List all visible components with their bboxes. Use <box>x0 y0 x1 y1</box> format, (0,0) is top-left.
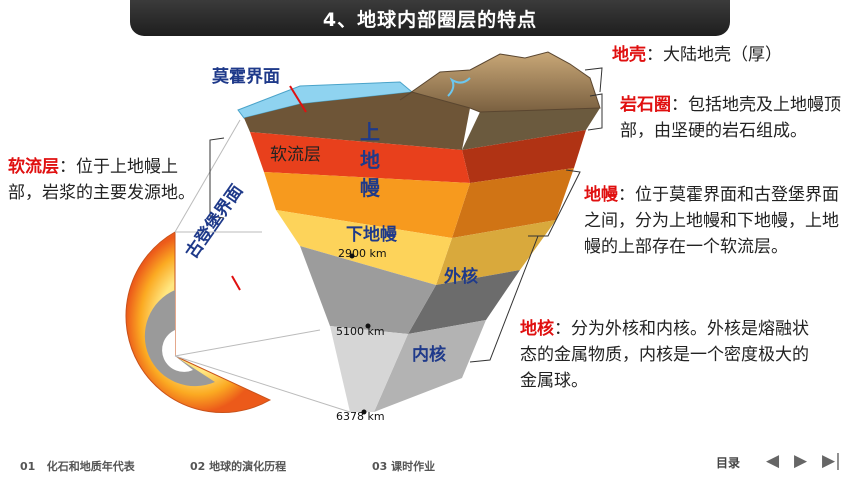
note-core: 地核：分为外核和内核。外核是熔融状态的金属物质，内核是一个密度极大的金属球。 <box>520 316 820 394</box>
asthenosphere-label: 软流层 <box>270 145 321 165</box>
note-mantle-term: 地幔 <box>584 185 618 205</box>
note-asthenosphere: 软流层：位于上地幔上部，岩浆的主要发源地。 <box>8 154 208 206</box>
moho-marker <box>289 85 307 113</box>
title-bar: 4、地球内部圈层的特点 <box>130 0 730 36</box>
depth-6378-label: 6378 km <box>336 410 385 423</box>
wedge-side <box>374 108 600 412</box>
note-crust: 地壳：大陆地壳（厚） <box>612 42 852 68</box>
upper-mantle-label: 上地幔 <box>360 120 380 200</box>
gutenberg-marker <box>231 275 241 291</box>
inner-core-label: 内核 <box>412 345 446 365</box>
note-lithosphere-text: ：包括地壳及上地幔顶部，由坚硬的岩石组成。 <box>620 95 841 141</box>
footer-menu-link[interactable]: 目录 <box>716 456 741 470</box>
lower-mantle-label: 下地幔 <box>346 225 397 245</box>
bracket-lines <box>469 67 603 363</box>
note-lithosphere: 岩石圈：包括地壳及上地幔顶部，由坚硬的岩石组成。 <box>620 92 846 144</box>
outer-core-label: 外核 <box>444 267 478 287</box>
note-mantle: 地幔：位于莫霍界面和古登堡界面之间，分为上地幔和下地幔，上地幔的上部存在一个软流… <box>584 182 848 260</box>
depth-dot-6378 <box>361 409 367 415</box>
note-crust-term: 地壳 <box>612 45 646 65</box>
note-asthenosphere-term: 软流层 <box>8 157 59 177</box>
note-asthenosphere-text: ：位于上地幔上部，岩浆的主要发源地。 <box>8 157 195 203</box>
depth-dot-5100 <box>365 323 371 329</box>
note-core-text: ：分为外核和内核。外核是熔融状态的金属物质，内核是一个密度极大的金属球。 <box>520 319 809 391</box>
note-crust-text: ：大陆地壳（厚） <box>646 45 782 65</box>
page-title: 4、地球内部圈层的特点 <box>322 8 538 31</box>
next-arrow-icon[interactable]: ▶ <box>794 451 808 471</box>
note-core-term: 地核 <box>520 319 554 339</box>
depth-2900-label: 2900 km <box>338 247 387 260</box>
depth-5100-label: 5100 km <box>336 325 385 338</box>
note-mantle-text: ：位于莫霍界面和古登堡界面之间，分为上地幔和下地幔，上地幔的上部存在一个软流层。 <box>584 185 839 257</box>
note-lithosphere-term: 岩石圈 <box>620 95 671 115</box>
sphere-section <box>125 231 272 413</box>
connector-lines <box>174 119 351 413</box>
left-bracket <box>209 137 225 219</box>
depth-dot-2900 <box>349 253 355 259</box>
prev-arrow-icon[interactable]: ◀ <box>766 451 780 471</box>
last-page-icon[interactable]: ▶​| <box>822 451 841 471</box>
footer-link-evolution[interactable]: 02 地球的演化历程 <box>190 460 287 473</box>
moho-label: 莫霍界面 <box>212 67 280 87</box>
footer-link-homework[interactable]: 03 课时作业 <box>372 460 436 473</box>
footer-link-fossils[interactable]: 01 化石和地质年代表 <box>20 460 135 473</box>
wedge-front <box>237 81 470 412</box>
mountains <box>399 51 601 113</box>
